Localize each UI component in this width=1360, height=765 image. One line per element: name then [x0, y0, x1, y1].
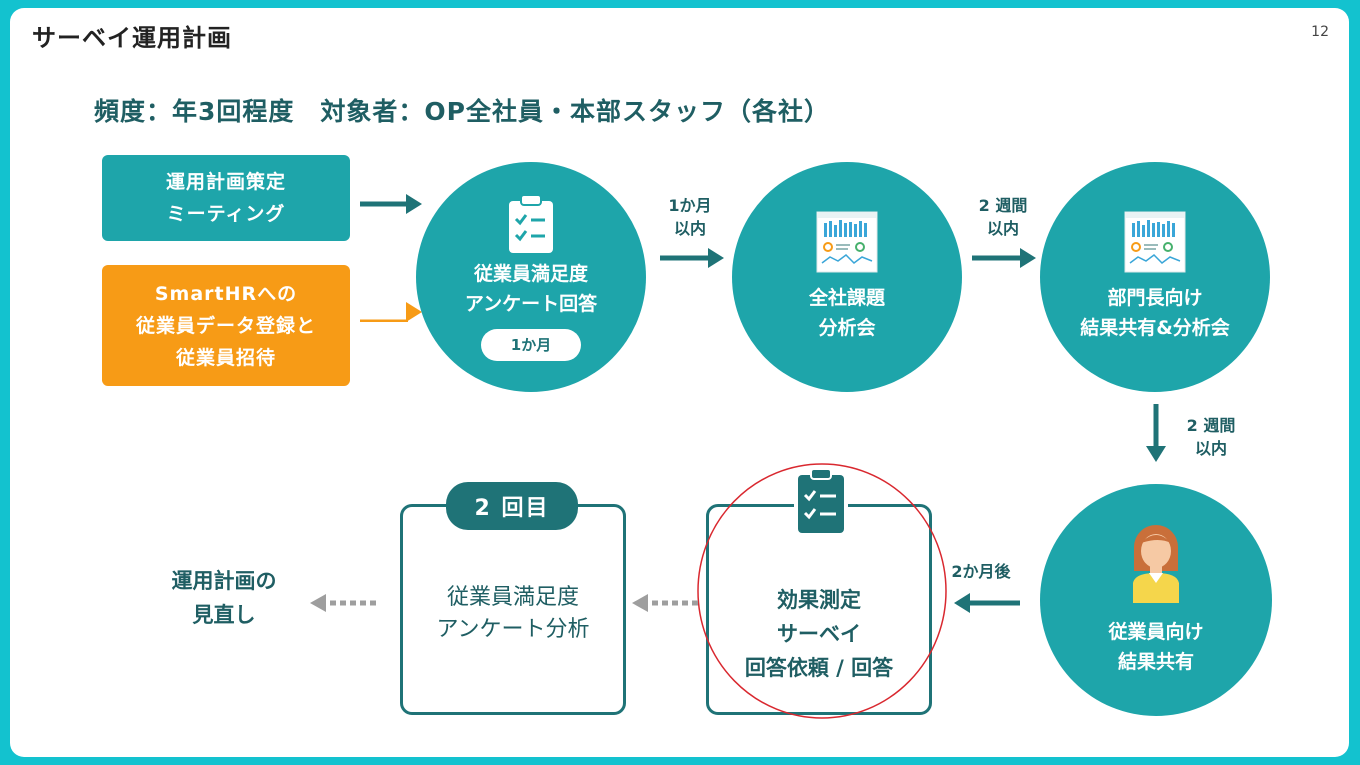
arrow-4: [954, 593, 1020, 613]
step-company-analysis: 全社課題 分析会: [732, 162, 962, 392]
smarthr-line-2: 従業員データ登録と: [135, 314, 316, 337]
step-employee-share-line-1: 従業員向け: [1108, 621, 1204, 643]
duration-pill: 1か月: [481, 329, 581, 361]
clipboard-icon: [798, 468, 844, 533]
arrow3-note-line-2: 以内: [1194, 439, 1227, 458]
arrow1-note-line-1: 1か月: [668, 196, 712, 215]
final-review-line-1: 運用計画の: [171, 569, 277, 593]
input-arrows: [360, 194, 422, 322]
meeting-box: 運用計画策定 ミーティング: [102, 155, 350, 241]
arrow3-note-line-1: 2 週間: [1186, 416, 1236, 435]
step5-icon-wrap: [794, 464, 848, 538]
step-company-analysis-line-2: 分析会: [818, 317, 876, 339]
dashboard-icon: [816, 211, 878, 273]
meeting-arrow: [360, 194, 422, 214]
step-second-analysis-line-1: 従業員満足度: [446, 584, 579, 610]
dashboard-icon: [1124, 211, 1186, 273]
meeting-line-1: 運用計画策定: [165, 171, 286, 193]
step-survey-answer-line-1: 従業員満足度: [473, 263, 588, 285]
arrow1-note-line-2: 以内: [673, 219, 706, 238]
smarthr-line-3: 従業員招待: [175, 346, 276, 369]
arrow2-note-line-2: 以内: [986, 219, 1019, 238]
person-icon: [1133, 525, 1179, 603]
meeting-line-2: ミーティング: [166, 203, 286, 225]
arrow-1: [660, 248, 724, 268]
annotation-circle: [697, 463, 947, 719]
step-dept-share: 部門長向け 結果共有&分析会: [1040, 162, 1270, 392]
round-badge: 2 回目: [446, 482, 578, 530]
smarthr-line-1: SmartHRへの: [154, 282, 298, 305]
arrow2-note-line-1: 2 週間: [978, 196, 1028, 215]
dashed-arrow-6: [310, 594, 378, 612]
dashed-arrow-5: [632, 594, 700, 612]
final-review: 運用計画の 見直し: [144, 564, 304, 632]
step-effect-survey-line-2: サーベイ: [776, 621, 861, 646]
arrow1-note: 1か月 以内: [660, 194, 720, 240]
step-employee-share: 従業員向け 結果共有: [1040, 484, 1272, 716]
step-employee-share-line-2: 結果共有: [1117, 651, 1194, 673]
step-second-analysis: 従業員満足度 アンケート分析: [400, 504, 626, 715]
slide: サーベイ運用計画 12 頻度：年3回程度 対象者：OP全社員・本部スタッフ（各社…: [10, 8, 1349, 757]
step-second-analysis-line-2: アンケート分析: [436, 616, 590, 642]
final-review-line-2: 見直し: [192, 603, 256, 627]
arrow4-note: 2か月後: [951, 562, 1011, 581]
step-dept-share-line-2: 結果共有&分析会: [1080, 317, 1230, 339]
step-company-analysis-line-1: 全社課題: [808, 287, 885, 309]
arrow-3: [1146, 404, 1166, 462]
slide-title: サーベイ運用計画: [32, 24, 232, 52]
step-effect-survey-line-3: 回答依頼 / 回答: [744, 655, 894, 680]
arrow-2: [972, 248, 1036, 268]
step-effect-survey-line-1: 効果測定: [776, 587, 861, 612]
slide-subtitle: 頻度：年3回程度 対象者：OP全社員・本部スタッフ（各社）: [94, 97, 830, 126]
step-effect-survey: 効果測定 サーベイ 回答依頼 / 回答: [706, 504, 932, 715]
clipboard-icon: [509, 194, 553, 253]
page-number: 12: [1311, 24, 1329, 40]
step-survey-answer: 従業員満足度 アンケート回答 1か月: [416, 162, 646, 392]
arrow3-note: 2 週間 以内: [1176, 414, 1246, 460]
smarthr-box: SmartHRへの 従業員データ登録と 従業員招待: [102, 265, 350, 386]
step-survey-answer-line-2: アンケート回答: [464, 293, 598, 315]
arrow2-note: 2 週間 以内: [968, 194, 1038, 240]
step-dept-share-line-1: 部門長向け: [1107, 287, 1203, 309]
smarthr-arrow: [360, 302, 422, 322]
